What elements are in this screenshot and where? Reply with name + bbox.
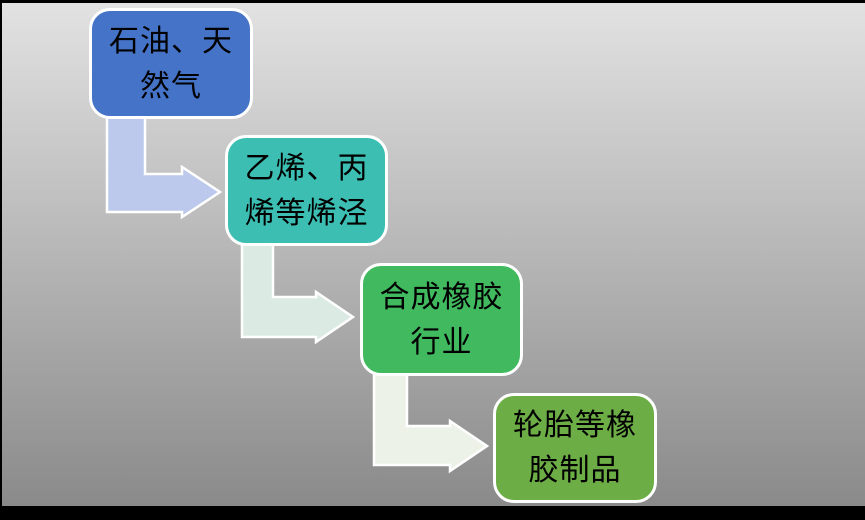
node-olefins: 乙烯、丙 烯等烯泾 xyxy=(225,135,388,246)
arrows-layer xyxy=(105,115,490,474)
node-rubber-products: 轮胎等橡 胶制品 xyxy=(493,393,657,503)
node-label-line: 胶制品 xyxy=(528,453,622,488)
node-label-line: 石油、天 xyxy=(109,23,233,59)
bent-arrow-olefins-to-rubber xyxy=(240,241,356,345)
node-label-line: 烯等烯泾 xyxy=(244,195,369,231)
node-label-line: 行业 xyxy=(410,324,473,360)
node-label-line: 轮胎等橡 xyxy=(513,408,637,443)
node-label-line: 乙烯、丙 xyxy=(244,150,369,186)
node-synthetic-rubber: 合成橡胶 行业 xyxy=(360,263,523,376)
node-label-line: 合成橡胶 xyxy=(379,279,504,315)
node-label-line: 然气 xyxy=(140,68,202,104)
bent-arrow-rubber-to-products xyxy=(372,371,490,474)
bent-arrow-petroleum-to-olefins xyxy=(105,115,223,220)
node-petroleum-natural-gas: 石油、天 然气 xyxy=(89,8,253,119)
slide-canvas: 石油、天 然气 乙烯、丙 烯等烯泾 合成橡胶 行业 轮胎等橡 胶制品 xyxy=(2,3,865,506)
